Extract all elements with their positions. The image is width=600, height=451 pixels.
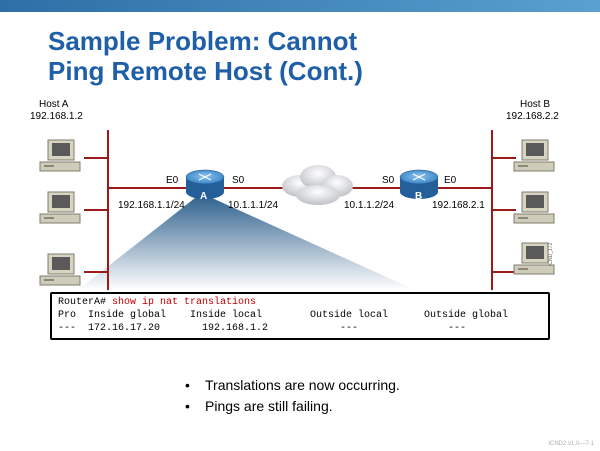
host-b-label: Host B [520,99,551,110]
bullet-item: • Translations are now occurring. [185,376,400,397]
bullet-text: Translations are now occurring. [205,377,400,393]
title-line-2: Ping Remote Host (Cont.) [48,56,363,86]
pc-icon [513,191,555,224]
pc-icon [39,253,81,286]
callout-beam [78,198,415,290]
router-a-e0-ip: 192.168.1.1/24 [118,200,185,211]
cli-cell-pro: --- [58,323,77,334]
cli-cell-outside-local: --- [340,323,359,334]
host-a-label: Host A [39,99,69,110]
router-b-s0-ip: 10.1.1.2/24 [344,200,395,211]
router-a-icon [185,169,225,199]
bullet-item: • Pings are still failing. [185,397,400,418]
cli-header-inside-local: Inside local [190,310,263,321]
cli-output-box: RouterA# show ip nat translations Pro In… [50,292,550,340]
title-line-1: Sample Problem: Cannot [48,26,358,56]
host-b-ip: 192.168.2.2 [506,111,559,122]
cli-prompt: RouterA# [58,297,107,308]
cli-header-outside-local: Outside local [310,310,389,321]
pc-icon [39,139,81,172]
router-b-e0-ip: 192.168.2.1 [432,200,485,211]
bullet-list: • Translations are now occurring. • Pings … [185,376,400,418]
router-a-s0-label: S0 [232,175,245,186]
router-b-icon [399,169,439,199]
bullet-dot-icon: • [185,398,190,414]
bullet-dot-icon: • [185,377,190,393]
pc-icon [513,139,555,172]
figure-code: ICND_172 [548,242,554,266]
cli-cell-inside-global: 172.16.17.20 [88,323,161,334]
cli-header-outside-global: Outside global [424,310,509,321]
cli-data-row: --- 172.16.17.20 192.168.1.2 --- --- [58,322,542,335]
slide-title: Sample Problem: Cannot Ping Remote Host … [48,26,363,86]
bullet-text: Pings are still failing. [205,398,333,414]
pc-icon [513,242,555,275]
cli-header-row: Pro Inside global Inside local Outside l… [58,309,542,322]
cli-cell-inside-local: 192.168.1.2 [202,323,269,334]
pc-icon [39,191,81,224]
wan-cloud-icon [282,165,353,205]
router-b-e0-label: E0 [444,175,457,186]
cli-header-inside-global: Inside global [88,310,167,321]
top-bar [0,0,600,12]
router-b-name: B [415,191,423,202]
cli-command: show ip nat translations [112,297,257,308]
router-a-name: A [200,191,208,202]
router-b-s0-label: S0 [382,175,395,186]
cli-command-line: RouterA# show ip nat translations [58,296,542,309]
host-a-ip: 192.168.1.2 [30,111,83,122]
router-a-e0-label: E0 [166,175,179,186]
router-a-s0-ip: 10.1.1.1/24 [228,200,279,211]
cli-header-pro: Pro [58,310,77,321]
cli-cell-outside-global: --- [448,323,467,334]
slide-footer: ICND2 v1.0—7-1 [548,441,594,447]
